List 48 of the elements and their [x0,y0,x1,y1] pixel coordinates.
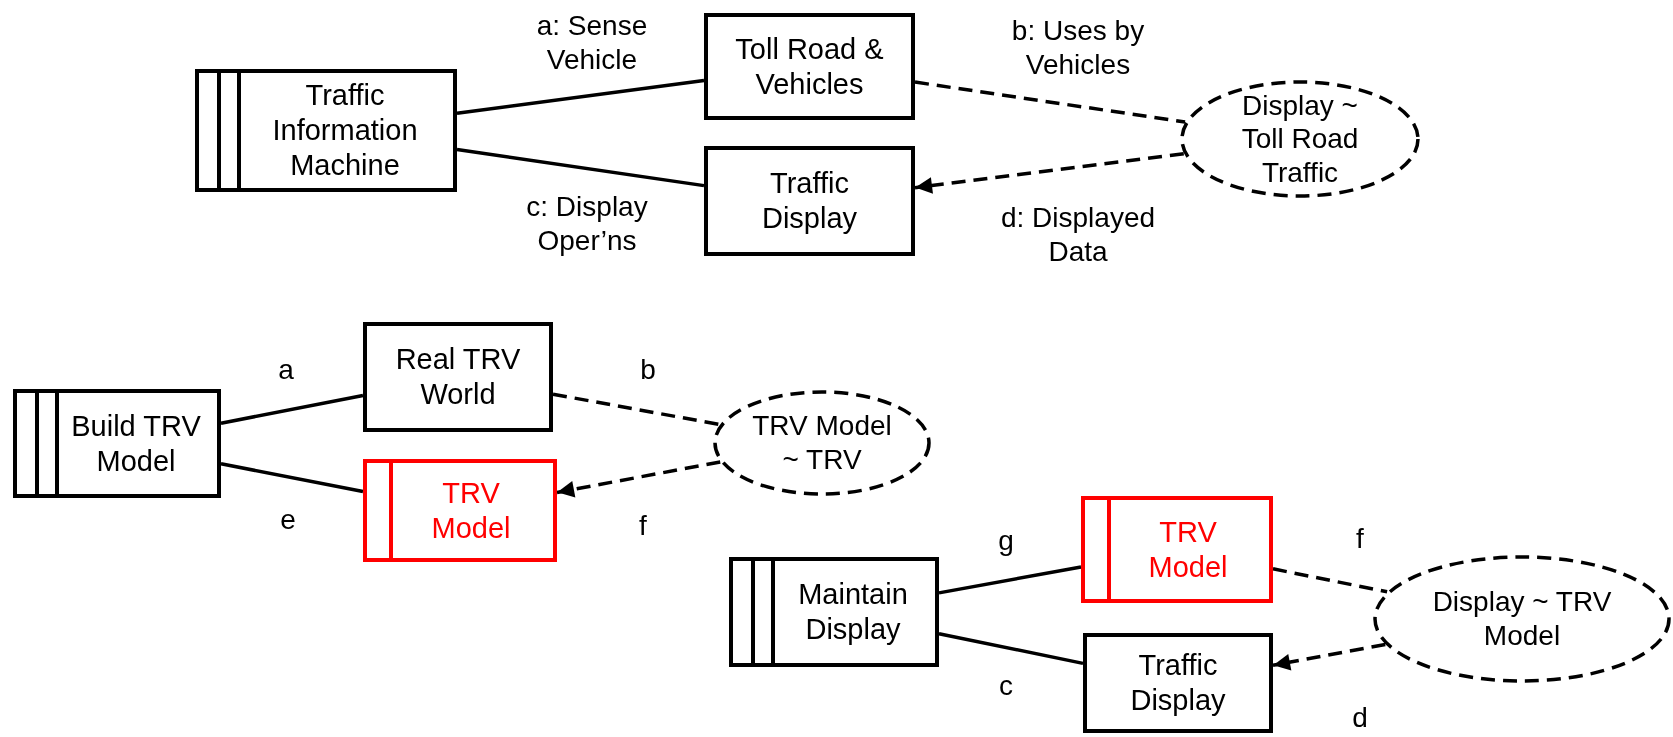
edge-label: c: Display Oper’ns [525,190,649,258]
connector-line [220,462,364,494]
domain-box [704,13,915,120]
node-label: Traffic Display [1129,648,1227,718]
machine-domain-box [195,69,457,192]
edge-label: d: Displayed Data [999,201,1157,269]
node-label: Maintain Display [797,577,909,647]
machine-domain-box [13,389,221,498]
edge-label: a [277,353,295,387]
dashed-arrow [914,151,1184,194]
dashed-line [1272,567,1388,594]
requirement-ellipse [1373,555,1671,683]
machine-domain-box [729,557,939,667]
edge-label: b [639,353,657,387]
node-label: Display ~ Toll Road Traffic [1240,88,1360,190]
edge-label: d [1351,701,1369,735]
edge-label: f [1355,522,1365,556]
edge-label: f [638,509,648,543]
domain-box [1083,633,1273,733]
dashed-arrow [1272,642,1386,671]
connector-line [220,393,364,425]
requirement-ellipse [713,390,931,496]
edge-label: c [998,669,1014,703]
designed-domain-box [363,459,557,562]
node-label: TRV Model [430,475,512,546]
edge-label: a: Sense Vehicle [535,9,649,77]
node-label: TRV Model [1147,514,1229,585]
node-label: Toll Road & Vehicles [734,31,885,102]
edge-label: e [279,503,297,537]
node-label: Real TRV World [394,342,522,412]
edge-label: b: Uses by Vehicles [1010,14,1146,82]
connector-line [456,78,705,115]
connector-line [938,631,1084,666]
connector-line [456,147,705,188]
node-label: Display ~ TRV Model [1432,585,1612,653]
node-label: Traffic Information Machine [271,78,419,183]
requirement-ellipse [1180,80,1420,198]
edge-label: g [997,524,1015,558]
dashed-line [552,392,721,427]
domain-box [704,146,915,256]
dashed-arrow [556,460,721,498]
node-label: Build TRV Model [70,408,202,479]
node-label: TRV Model ~ TRV [751,409,893,477]
node-label: Traffic Display [760,166,859,236]
connector-line [938,565,1082,595]
dashed-line [914,80,1186,124]
designed-domain-box [1081,496,1273,603]
domain-box [363,322,553,432]
